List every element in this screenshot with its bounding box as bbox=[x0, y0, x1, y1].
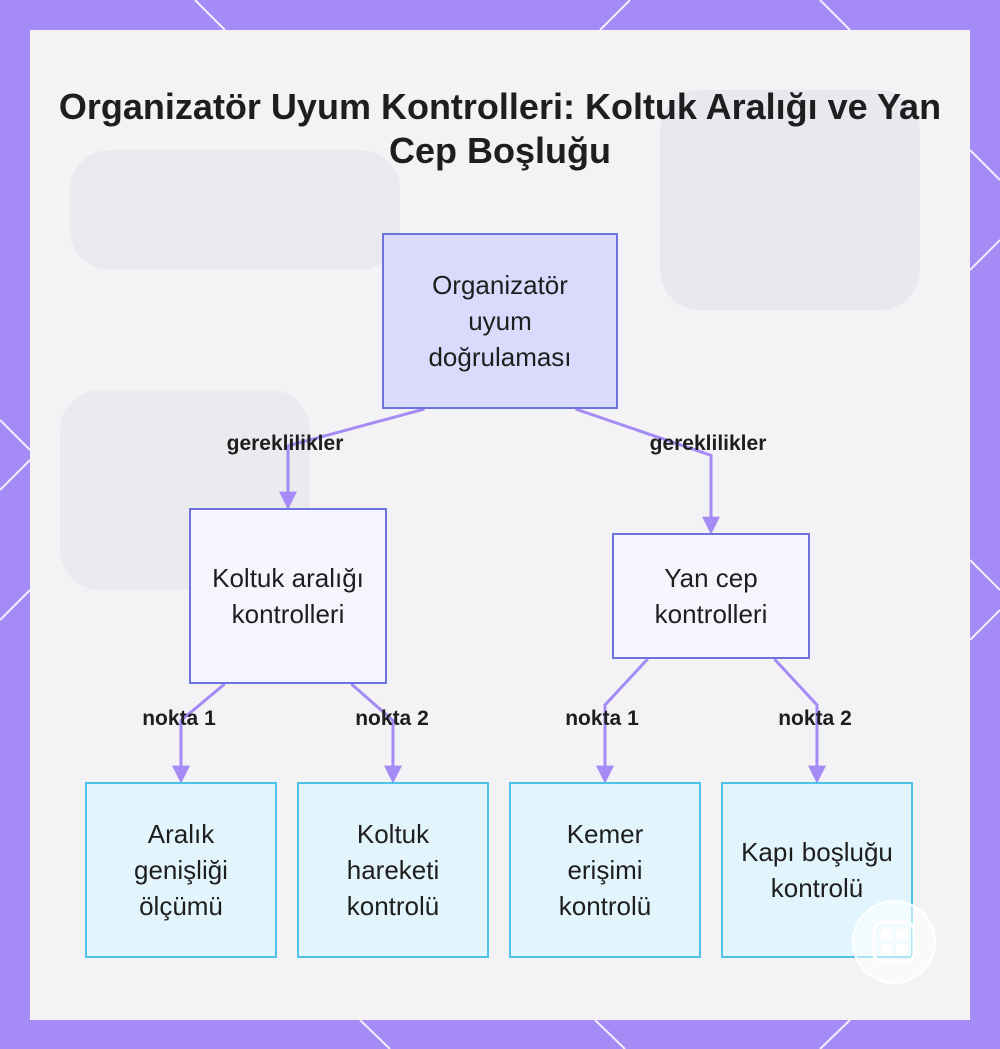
background-shape bbox=[70, 150, 400, 270]
edge-side_pocket-to-door_clearance bbox=[773, 657, 826, 784]
node-label: Kemer erişimi kontrolü bbox=[558, 819, 652, 921]
edge-seat_gap-to-gap_width bbox=[172, 682, 226, 784]
edge-root-to-seat_gap bbox=[279, 407, 425, 510]
diagram-title: Organizatör Uyum Kontrolleri: Koltuk Ara… bbox=[58, 86, 942, 171]
edge-label: nokta 1 bbox=[142, 707, 216, 730]
grid-logo-icon bbox=[852, 900, 936, 984]
edge-label: nokta 1 bbox=[565, 707, 639, 730]
node-label: Koltuk hareketi kontrolü bbox=[346, 819, 440, 921]
diagram-card: Organizatör Uyum Kontrolleri: Koltuk Ara… bbox=[30, 30, 970, 1020]
edge-seat_gap-to-seat_motion bbox=[350, 682, 402, 784]
edge-label: gereklilikler bbox=[226, 432, 344, 455]
node-seat-gap-checks: Koltuk aralığı kontrolleri bbox=[189, 508, 387, 684]
edge-label: nokta 2 bbox=[778, 707, 852, 730]
node-label: Kapı boşluğu kontrolü bbox=[741, 837, 893, 903]
edge-side_pocket-to-belt_access bbox=[596, 657, 649, 784]
node-label: Organizatör uyum doğrulaması bbox=[428, 270, 572, 372]
node-root: Organizatör uyum doğrulaması bbox=[382, 233, 618, 409]
edge-layer bbox=[172, 407, 826, 784]
node-label: Yan cep kontrolleri bbox=[654, 563, 768, 629]
node-side-pocket-checks: Yan cep kontrolleri bbox=[612, 533, 810, 659]
node-label: Aralık genişliği ölçümü bbox=[134, 819, 228, 921]
edge-label: gereklilikler bbox=[649, 432, 767, 455]
edge-label: nokta 2 bbox=[355, 707, 429, 730]
edge-root-to-side_pocket bbox=[575, 407, 720, 535]
node-gap-width-measure: Aralık genişliği ölçümü bbox=[85, 782, 277, 958]
node-seat-motion-check: Koltuk hareketi kontrolü bbox=[297, 782, 489, 958]
node-belt-access-check: Kemer erişimi kontrolü bbox=[509, 782, 701, 958]
background-shape bbox=[660, 90, 920, 310]
node-label: Koltuk aralığı kontrolleri bbox=[212, 563, 364, 629]
